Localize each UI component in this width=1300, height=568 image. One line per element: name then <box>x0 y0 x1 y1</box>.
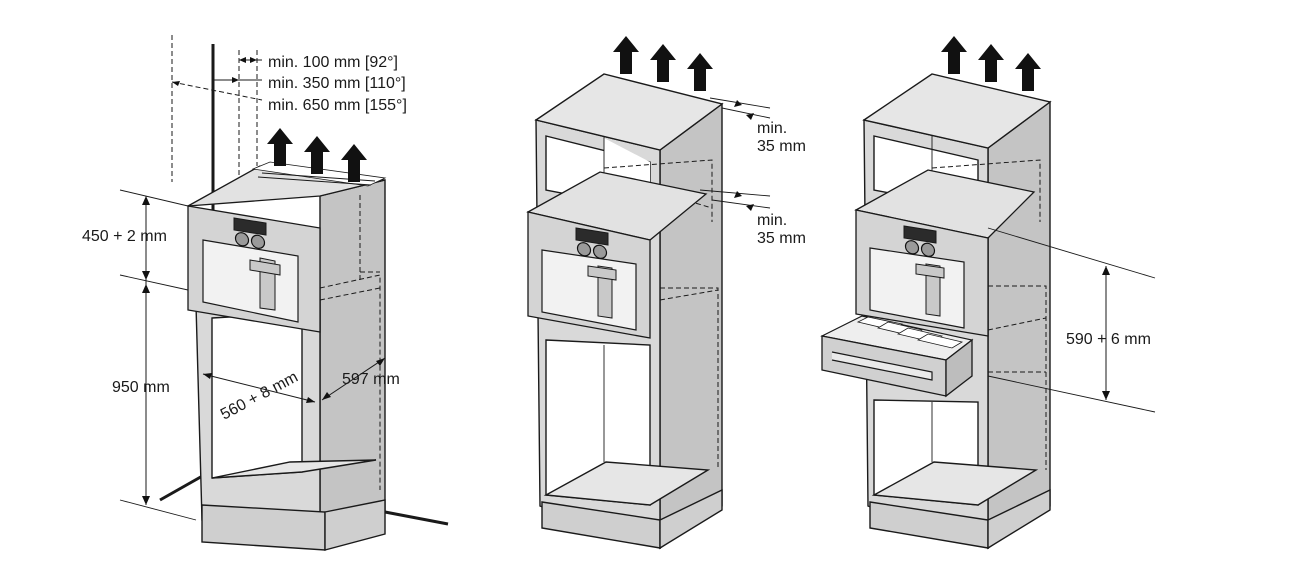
floor-line-right <box>384 510 449 526</box>
clearance-label-100: min. 100 mm [92°] <box>268 54 398 71</box>
drawer-niche-height-label: 590 + 6 mm <box>1066 331 1151 348</box>
top-gap-label-min: min. <box>757 120 787 137</box>
tall-cabinet-top <box>534 73 724 151</box>
top-gap-label-value: 35 mm <box>757 138 806 155</box>
clearance-label-650: min. 650 mm [155°] <box>268 97 407 114</box>
figure-with-warming-drawer: 590 + 6 mm <box>820 36 1156 550</box>
mid-gap-label-min: min. <box>757 212 787 229</box>
figure-wall-clearance: min. 100 mm [92°] min. 350 mm [110°] min… <box>82 35 449 551</box>
drawer-handle <box>831 351 933 381</box>
appliance-height-label: 450 + 2 mm <box>82 228 167 245</box>
figure-tall-cabinet-vent-gaps: min. 35 mm min. 35 mm <box>526 36 806 550</box>
niche-depth-label: 597 mm <box>342 371 400 388</box>
clearance-label-350: min. 350 mm [110°] <box>268 75 406 92</box>
mid-gap-label-value: 35 mm <box>757 230 806 247</box>
cabinet-side <box>319 179 386 529</box>
niche-height-label: 950 mm <box>112 379 170 396</box>
cabinet-plinth <box>201 504 326 551</box>
